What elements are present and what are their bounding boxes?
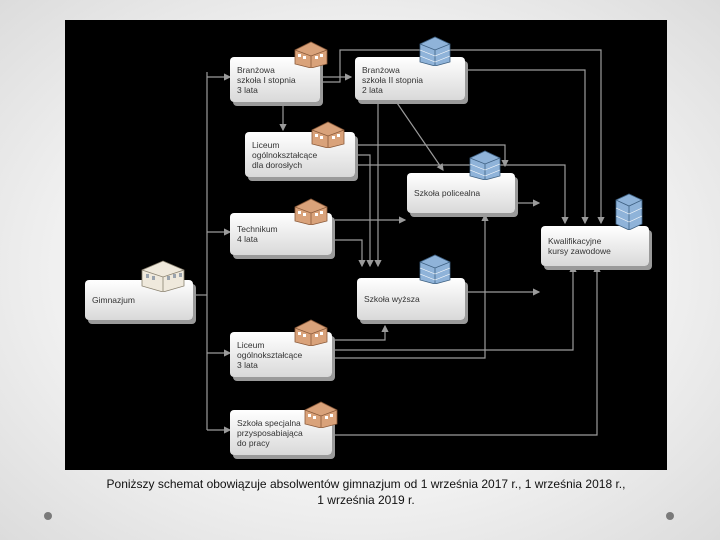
arrow-l3-to-policealna — [335, 213, 489, 359]
arrow-l3-to-kursy — [335, 264, 577, 351]
arrow-b2-to-policealna — [394, 99, 444, 171]
glass-building-icon — [469, 150, 501, 180]
node-branzowa-2: Branżowa szkoła II stopnia 2 lata — [355, 57, 465, 100]
arrow-b1-to-kursy — [320, 49, 605, 225]
node-szkola-policealna: Szkoła policealna — [407, 173, 515, 213]
node-szkola-wyzsza: Szkoła wyższa — [357, 278, 465, 320]
glass-tower-icon — [615, 193, 643, 230]
caption-line-1: Poniższy schemat obowiązuje absolwentów … — [106, 477, 626, 491]
brick-building-icon — [294, 41, 328, 68]
bullet-dot-left — [44, 512, 52, 520]
caption-line-2: 1 września 2019 r. — [317, 493, 415, 507]
node-label: Kwalifikacyjne kursy zawodowe — [548, 236, 611, 256]
arrow-tech-to-wyzsza — [335, 239, 366, 268]
node-label: Liceum ogólnokształcące dla dorosłych — [252, 140, 318, 170]
brick-building-icon — [294, 198, 328, 225]
node-label: Technikum 4 lata — [237, 224, 278, 244]
arrow-spec-to-kursy — [335, 264, 601, 436]
glass-building-icon — [419, 36, 451, 66]
arrow-b2-to-kursy — [468, 69, 589, 225]
node-liceum-dorosli: Liceum ogólnokształcące dla dorosłych — [245, 132, 355, 177]
node-kursy-zawodowe: Kwalifikacyjne kursy zawodowe — [541, 226, 649, 266]
brick-building-icon — [304, 401, 338, 428]
arrow-ld-to-kursy — [358, 164, 569, 225]
connector-lines — [195, 49, 605, 436]
node-label: Branżowa szkoła II stopnia 2 lata — [362, 65, 423, 95]
node-label: Gimnazjum — [92, 295, 135, 305]
node-label: Szkoła policealna — [414, 188, 481, 198]
arrow-l3-to-wyzsza — [335, 324, 389, 341]
diagram-caption: Poniższy schemat obowiązuje absolwentów … — [65, 476, 667, 508]
bullet-dot-right — [666, 512, 674, 520]
node-label: Szkoła specjalna przysposabiająca do pra… — [237, 418, 303, 448]
node-gimnazjum: Gimnazjum — [85, 280, 193, 320]
node-label: Liceum ogólnokształcące 3 lata — [237, 340, 303, 370]
brick-building-icon — [311, 121, 345, 148]
arrow-ld-to-wyzsza — [358, 154, 374, 268]
education-flow-diagram: Branżowa szkoła I stopnia 3 lata Branżow… — [65, 20, 667, 470]
apartment-building-icon — [141, 260, 185, 292]
node-label: Szkoła wyższa — [364, 294, 420, 304]
arrow-ld-to-policealna — [358, 144, 509, 168]
node-label: Branżowa szkoła I stopnia 3 lata — [237, 65, 296, 95]
glass-building-icon — [419, 254, 451, 284]
brick-building-icon — [294, 319, 328, 346]
